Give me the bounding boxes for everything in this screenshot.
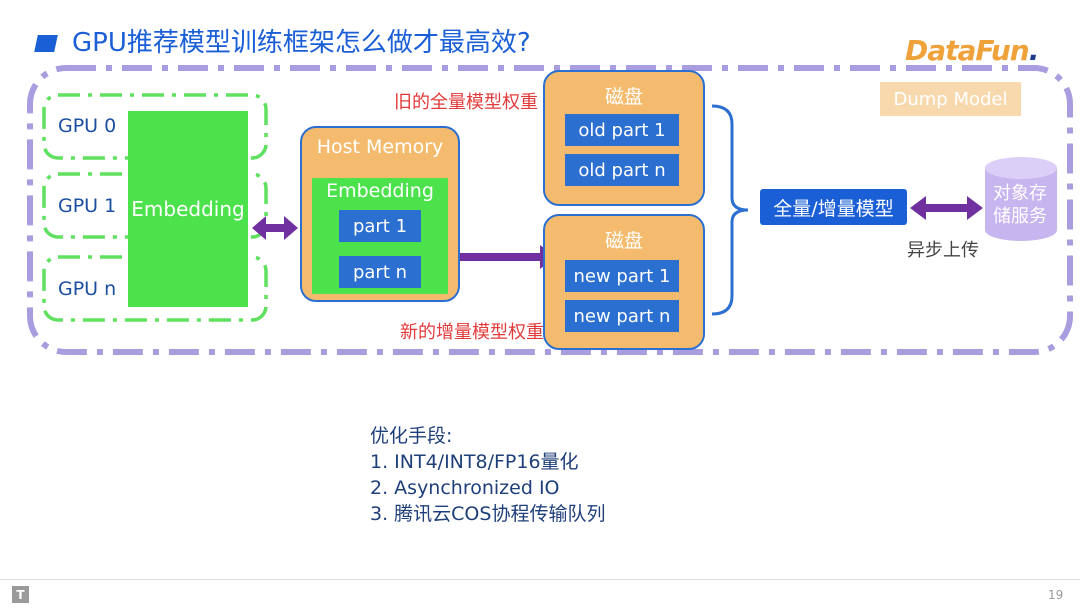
old-weights-label: 旧的全量模型权重 [394,92,538,113]
logo-text: DataFun [905,34,1030,67]
object-storage-label: 对象存 储服务 [982,182,1058,228]
optimization-item-2: 2. Asynchronized IO [370,477,560,499]
dump-model-badge: Dump Model [880,82,1021,116]
host-embedding-block: Embedding part 1 part n [312,178,448,294]
host-memory-title: Host Memory [316,136,444,158]
embedding-host-arrow [252,216,298,240]
host-memory-box: Host Memory Embedding part 1 part n [300,126,460,302]
title-marker [34,35,58,52]
host-embedding-label: Embedding [326,180,434,202]
new-part-n: new part n [565,300,679,332]
optimization-item-1: 1. INT4/INT8/FP16量化 [370,451,579,473]
disk-old-title: 磁盘 [604,86,643,108]
host-part-1: part 1 [339,210,421,242]
old-part-n: old part n [565,154,679,186]
page-number: 19 [1048,588,1064,602]
new-weights-label: 新的增量模型权重 [400,322,544,343]
slide-title: GPU推荐模型训练框架怎么做才最高效? [72,28,531,58]
logo-dot: . [1028,34,1040,67]
gpu0-label: GPU 0 [58,115,117,137]
gpu-embedding-block: Embedding [128,111,248,307]
new-part-1: new part 1 [565,260,679,292]
model-storage-arrow [910,196,983,220]
disk-new-title: 磁盘 [604,230,643,252]
datafun-logo: DataFun. [905,34,1040,72]
disk-new-box: 磁盘 new part 1 new part n [543,214,705,350]
object-storage-line1: 对象存 [993,183,1047,204]
optimization-item-3: 3. 腾讯云COS协程传输队列 [370,503,606,525]
footer-divider [0,579,1080,580]
full-incremental-model-box: 全量/增量模型 [760,189,907,225]
disk-old-box: 磁盘 old part 1 old part n [543,70,705,206]
gpu-embedding-label: Embedding [131,197,245,221]
gpun-label: GPU n [58,278,117,300]
old-part-1: old part 1 [565,114,679,146]
async-upload-label: 异步上传 [907,240,979,261]
object-storage-line2: 储服务 [993,206,1047,227]
footer-logo-icon: T [12,586,29,603]
disk-bracket [711,104,749,316]
optimization-heading: 优化手段: [370,425,453,447]
gpu1-label: GPU 1 [58,195,117,217]
host-part-n: part n [339,256,421,288]
optimization-list: 优化手段: 1. INT4/INT8/FP16量化 2. Asynchroniz… [370,423,605,527]
outer-dashed-border [27,65,1073,355]
object-storage-cylinder [985,157,1057,241]
